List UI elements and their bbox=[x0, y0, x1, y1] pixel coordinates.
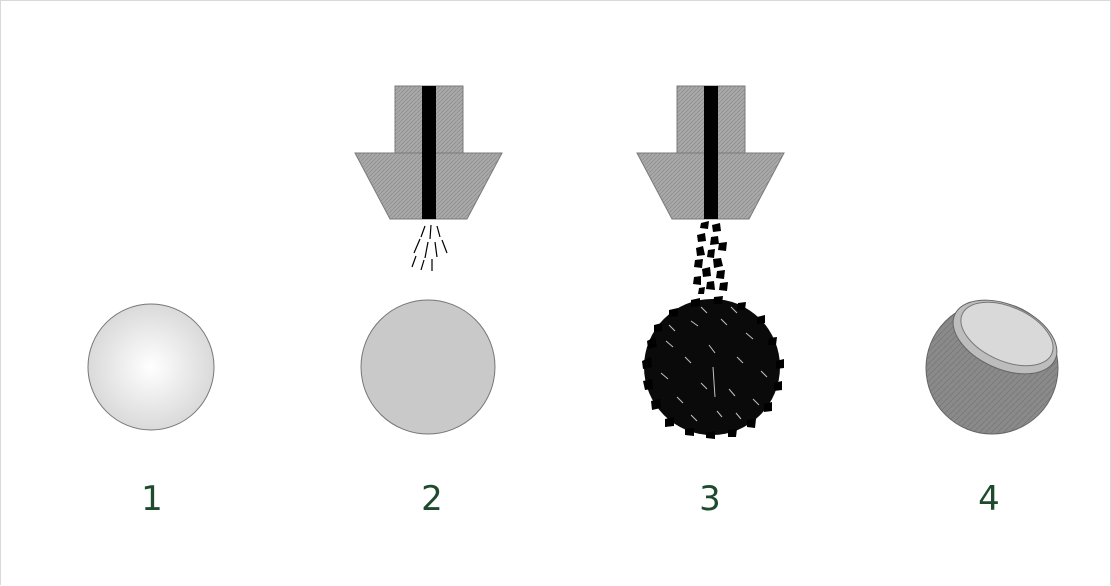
spray-nozzle-right bbox=[637, 86, 784, 219]
step-label-3: 3 bbox=[680, 479, 740, 519]
falling-particles bbox=[693, 221, 728, 294]
spray-nozzle-left bbox=[355, 86, 502, 219]
step-label-2: 2 bbox=[402, 479, 462, 519]
sphere-uncoated bbox=[88, 304, 214, 430]
sphere-particle-coated bbox=[642, 296, 784, 439]
step-label-4: 4 bbox=[959, 479, 1019, 519]
spray-droplets bbox=[412, 225, 447, 271]
sphere-spray-coated bbox=[361, 300, 495, 434]
step-label-1: 1 bbox=[122, 479, 182, 519]
sphere-cut-shell bbox=[926, 285, 1068, 434]
